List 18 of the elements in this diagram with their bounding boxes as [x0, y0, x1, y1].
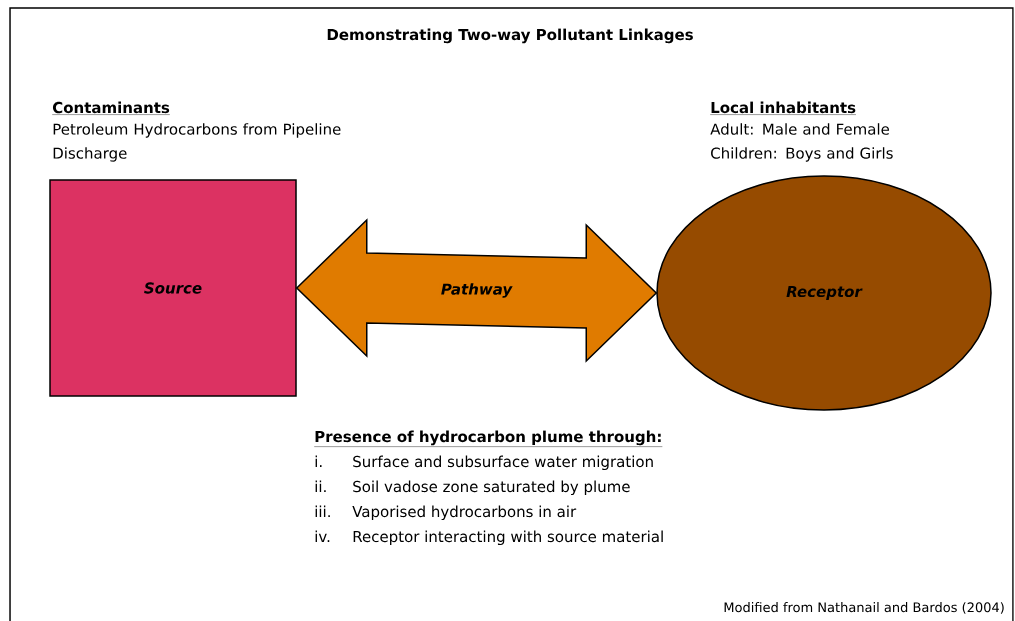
arrow-label: Pathway [439, 282, 514, 299]
description: Petroleum Hydrocarbons from Pipeline Discharge [53, 123, 341, 162]
description: Children: Boys and Girls [711, 147, 893, 162]
list-number: ii. [315, 480, 326, 492]
list-item: Vaporised hydrocarbons in air [352, 505, 577, 521]
heading: Contaminants [52, 101, 171, 115]
description: Adult: Male and Female [710, 123, 890, 135]
list-item: Surface and subsurface water migration [353, 455, 653, 471]
list-item: Soil vadose zone saturated by plume [353, 480, 630, 496]
heading: Local inhabitants [710, 101, 857, 115]
list-item: Receptor interacting with source material [353, 530, 663, 546]
title: Demonstrating Two-way Pollutant Linkages [327, 28, 693, 44]
list-number: iv. [315, 530, 330, 542]
list-number: i. [315, 455, 322, 467]
source-credit: Modified from Nathanail and Bardos (2004) [724, 602, 1004, 614]
source-box: Source [49, 179, 297, 397]
list-number: iii. [315, 505, 330, 517]
list-heading: Presence of hydrocarbon plume through: [314, 430, 663, 447]
